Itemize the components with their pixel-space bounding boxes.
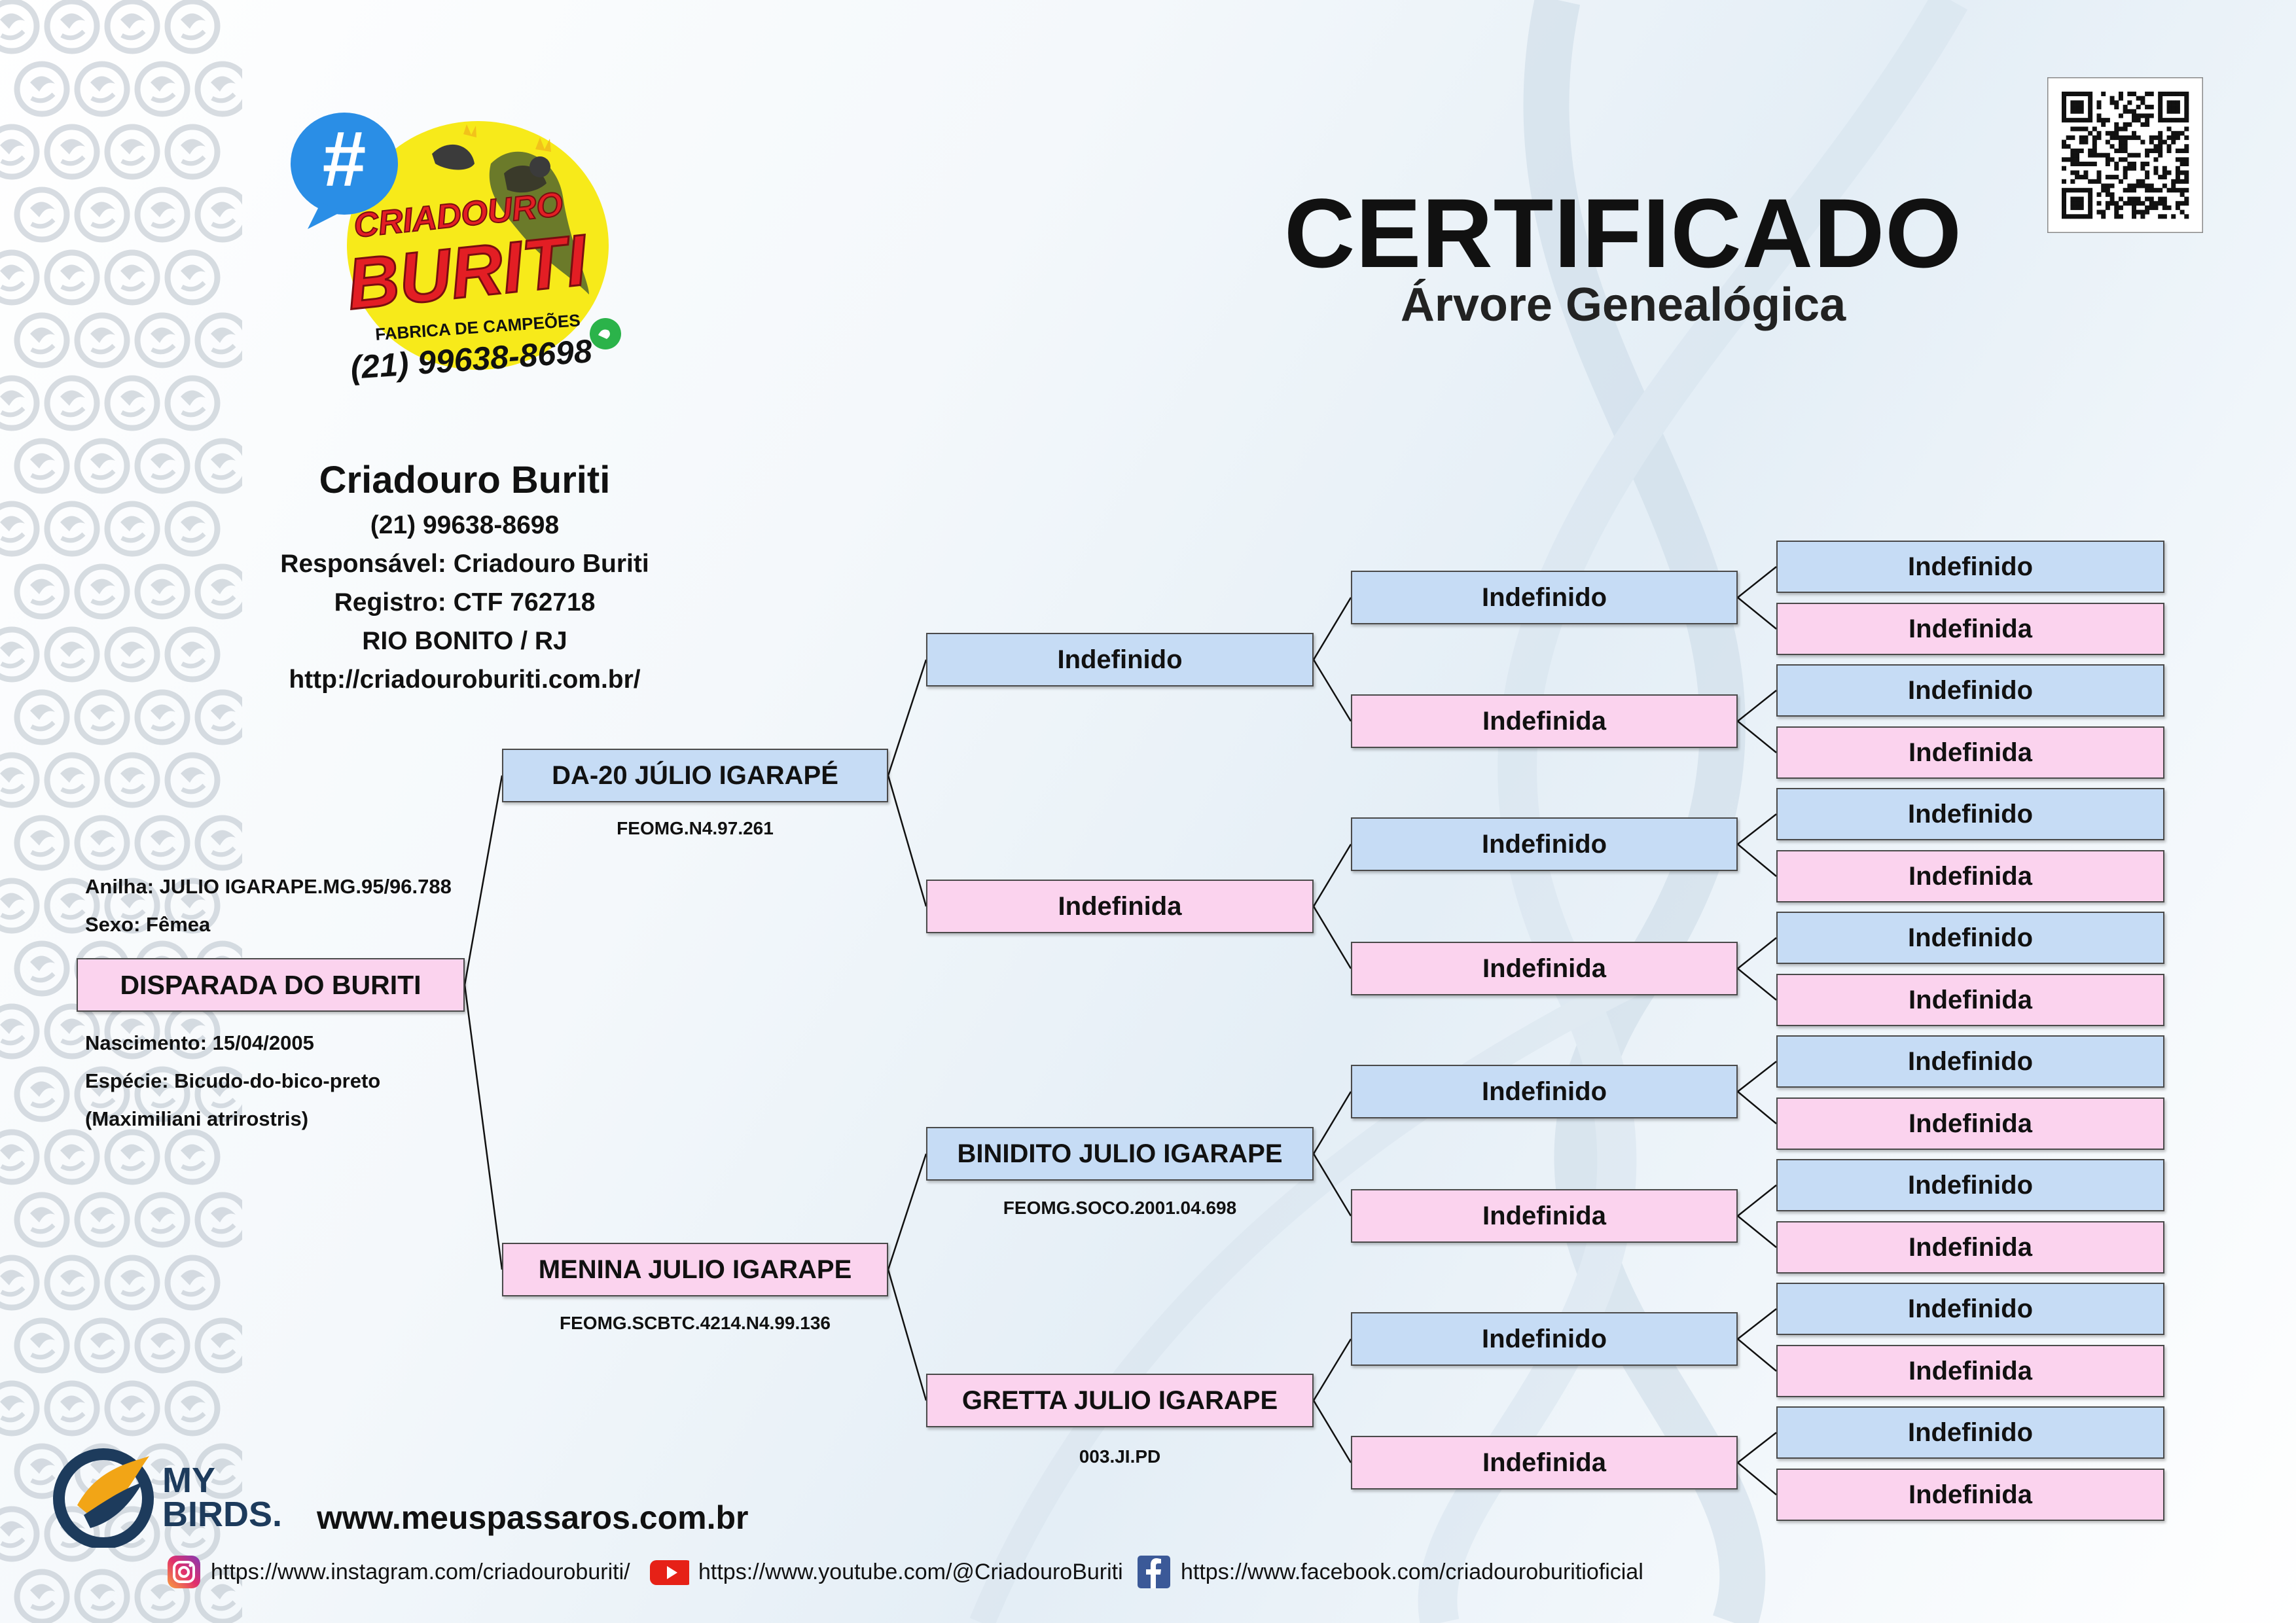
subject-ring-sex: Anilha: JULIO IGARAPE.MG.95/96.788 Sexo:…: [85, 868, 452, 944]
logo-hash: #: [322, 115, 367, 203]
breeder-name: Criadouro Buriti: [319, 459, 611, 501]
grandparent-ring: 003.JI.PD: [1079, 1446, 1161, 1467]
grandparent-box[interactable]: Indefinido: [926, 633, 1314, 687]
great-great-grandparent-box[interactable]: Indefinido: [1776, 1283, 2164, 1335]
mother-ring: FEOMG.SCBTC.4214.N4.99.136: [560, 1313, 831, 1333]
grandparent-box[interactable]: GRETTA JULIO IGARAPE: [926, 1374, 1314, 1427]
great-grandparent-box[interactable]: Indefinida: [1351, 694, 1738, 748]
breeder-info: Criadouro Buriti (21) 99638-8698 Respons…: [196, 458, 733, 699]
great-great-grandparent-box[interactable]: Indefinida: [1776, 974, 2164, 1026]
mybirds-brand-line2: BIRDS.: [162, 1495, 283, 1534]
great-great-grandparent-box[interactable]: Indefinida: [1776, 1221, 2164, 1274]
great-grandparent-box[interactable]: Indefinido: [1351, 1312, 1738, 1366]
youtube-link[interactable]: https://www.youtube.com/@CriadouroBuriti: [645, 1554, 1123, 1590]
great-great-grandparent-box[interactable]: Indefinido: [1776, 541, 2164, 593]
subject-species-scientific: (Maximiliani atrirostris): [85, 1107, 309, 1130]
great-grandparent-box[interactable]: Indefinido: [1351, 817, 1738, 871]
grandparent-box[interactable]: BINIDITO JULIO IGARAPE: [926, 1127, 1314, 1181]
great-great-grandparent-box[interactable]: Indefinida: [1776, 1097, 2164, 1150]
father-box[interactable]: DA-20 JÚLIO IGARAPÉ: [502, 749, 888, 802]
breeder-location: RIO BONITO / RJ: [362, 627, 567, 655]
footer-website[interactable]: www.meuspassaros.com.br: [317, 1499, 749, 1536]
page-subtitle: Árvore Genealógica: [1400, 279, 1846, 331]
instagram-icon: [168, 1556, 200, 1588]
instagram-link[interactable]: https://www.instagram.com/criadouroburit…: [166, 1554, 630, 1590]
great-grandparent-box[interactable]: Indefinida: [1351, 1436, 1738, 1489]
subject-box[interactable]: DISPARADA DO BURITI: [77, 958, 465, 1012]
great-grandparent-box[interactable]: Indefinida: [1351, 1189, 1738, 1243]
subject-details: Nascimento: 15/04/2005 Espécie: Bicudo-d…: [85, 1024, 380, 1138]
qr-code: [2047, 77, 2203, 233]
subject-ring: Anilha: JULIO IGARAPE.MG.95/96.788: [85, 875, 452, 898]
subject-sex: Sexo: Fêmea: [85, 913, 211, 936]
great-grandparent-box[interactable]: Indefinida: [1351, 942, 1738, 995]
great-great-grandparent-box[interactable]: Indefinida: [1776, 850, 2164, 902]
great-great-grandparent-box[interactable]: Indefinida: [1776, 726, 2164, 779]
great-great-grandparent-box[interactable]: Indefinido: [1776, 664, 2164, 717]
mybirds-icon: [53, 1448, 154, 1549]
great-great-grandparent-box[interactable]: Indefinido: [1776, 912, 2164, 964]
breeder-logo: # CRIADOURO BURITI FABRICA DE CAMPEÕES (…: [281, 98, 635, 399]
grandparent-ring: FEOMG.SOCO.2001.04.698: [1003, 1198, 1237, 1218]
subject-species: Espécie: Bicudo-do-bico-preto: [85, 1069, 381, 1092]
great-great-grandparent-box[interactable]: Indefinido: [1776, 1159, 2164, 1211]
great-great-grandparent-box[interactable]: Indefinida: [1776, 603, 2164, 655]
breeder-phone: (21) 99638-8698: [370, 511, 560, 539]
facebook-url: https://www.facebook.com/criadouroburiti…: [1181, 1559, 1643, 1584]
breeder-responsible: Responsável: Criadouro Buriti: [280, 550, 649, 578]
mybirds-brand-line1: MY: [162, 1461, 215, 1500]
breeder-website[interactable]: http://criadouroburiti.com.br/: [289, 666, 641, 694]
great-grandparent-box[interactable]: Indefinido: [1351, 1065, 1738, 1118]
great-great-grandparent-box[interactable]: Indefinido: [1776, 1035, 2164, 1088]
youtube-icon: [650, 1560, 689, 1585]
breeder-registry: Registro: CTF 762718: [334, 588, 596, 616]
father-ring: FEOMG.N4.97.261: [617, 818, 774, 838]
great-great-grandparent-box[interactable]: Indefinido: [1776, 1406, 2164, 1459]
great-great-grandparent-box[interactable]: Indefinido: [1776, 788, 2164, 840]
page-title: CERTIFICADO: [1284, 178, 1962, 288]
mother-box[interactable]: MENINA JULIO IGARAPE: [502, 1243, 888, 1296]
logo-graphic: [291, 113, 621, 370]
facebook-link[interactable]: https://www.facebook.com/criadouroburiti…: [1136, 1554, 1643, 1590]
youtube-url: https://www.youtube.com/@CriadouroBuriti: [698, 1559, 1123, 1584]
facebook-icon: [1138, 1556, 1170, 1588]
great-great-grandparent-box[interactable]: Indefinida: [1776, 1345, 2164, 1397]
great-grandparent-box[interactable]: Indefinido: [1351, 571, 1738, 624]
grandparent-box[interactable]: Indefinida: [926, 880, 1314, 933]
mybirds-logo: MY BIRDS.: [51, 1443, 300, 1549]
subject-birth: Nascimento: 15/04/2005: [85, 1031, 314, 1054]
great-great-grandparent-box[interactable]: Indefinida: [1776, 1469, 2164, 1521]
instagram-url: https://www.instagram.com/criadouroburit…: [211, 1559, 630, 1584]
